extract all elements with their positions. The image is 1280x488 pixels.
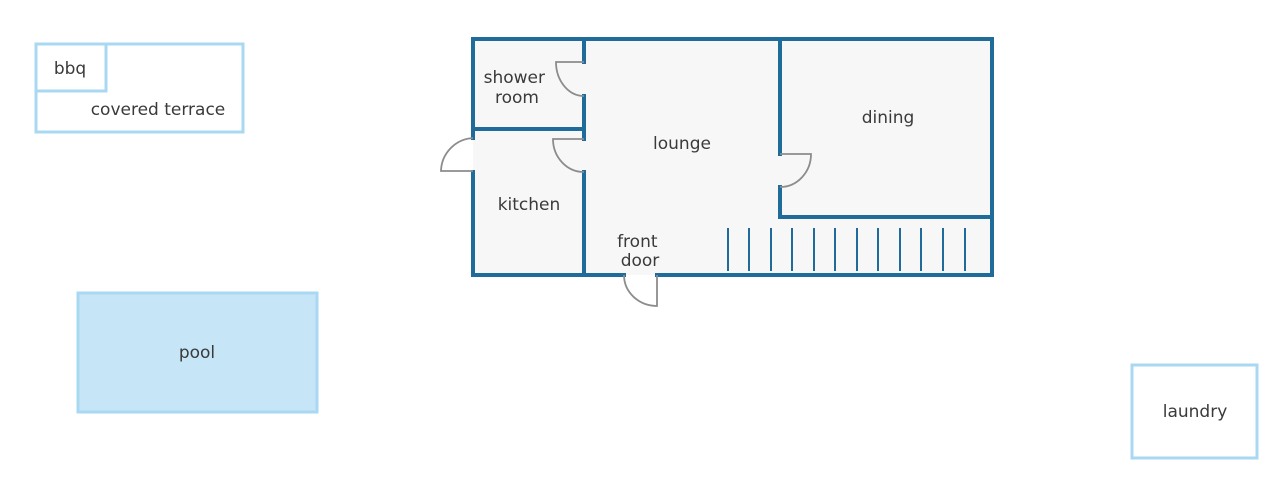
front-door — [623, 274, 658, 307]
kitchen-label: kitchen — [498, 195, 561, 215]
kitchen-exterior-door — [440, 137, 474, 172]
shower-room-label-line1: shower — [484, 68, 545, 88]
shower-room-label-line2: room — [495, 88, 539, 108]
pool-label: pool — [179, 343, 215, 363]
front-door-label-line2: door — [621, 251, 660, 271]
pool — [76, 291, 319, 414]
doors — [440, 61, 812, 307]
laundry-outline — [1130, 363, 1259, 460]
house: shower room lounge dining kitchen front … — [440, 37, 994, 307]
shower-room-door — [555, 61, 585, 97]
front-door-label-line1: front — [617, 232, 658, 252]
dining-label: dining — [862, 108, 915, 128]
lounge-label: lounge — [653, 134, 711, 154]
bbq-outline — [34, 42, 108, 93]
front-door-label: front door — [617, 232, 663, 271]
kitchen-lounge-door — [552, 138, 585, 173]
stairs — [727, 228, 966, 271]
dining-door — [779, 153, 812, 188]
outdoor-areas: bbq covered terrace pool laundry — [34, 42, 1259, 460]
laundry-label: laundry — [1163, 402, 1228, 422]
bbq-label: bbq — [54, 59, 86, 79]
shower-room-label: shower room — [484, 68, 551, 108]
walls — [471, 37, 994, 277]
covered-terrace-label: covered terrace — [91, 100, 226, 120]
house-floor — [473, 39, 992, 275]
